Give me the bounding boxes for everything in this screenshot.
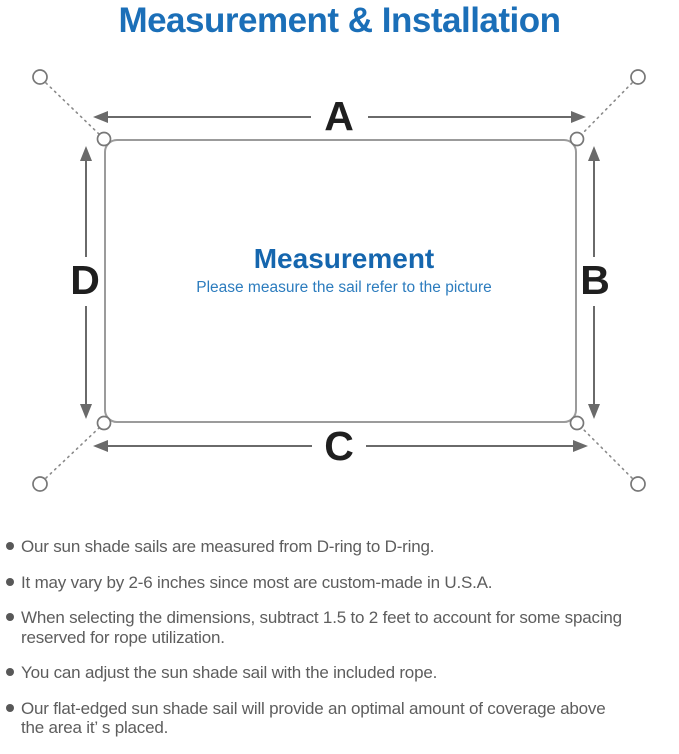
rope-line-bottom-right (580, 426, 633, 479)
arrow-c-right-head (573, 440, 588, 452)
notes-list: Our sun shade sails are measured from D-… (6, 537, 672, 754)
dim-label-a: A (324, 93, 354, 139)
arrow-c-left-head (93, 440, 108, 452)
list-item: When selecting the dimensions, subtract … (6, 608, 672, 647)
dim-label-d: D (70, 257, 100, 303)
note-text: Our flat-edged sun shade sail will provi… (21, 698, 606, 738)
bullet-dot-icon (6, 703, 14, 712)
arrow-a-right-head (571, 111, 586, 123)
diagram-center-title: Measurement (254, 243, 435, 274)
note-text: When selecting the dimensions, subtract … (21, 608, 622, 647)
d-ring-icon-bottom-left (96, 415, 112, 431)
arrow-d-up-head (80, 146, 92, 161)
list-item: It may vary by 2-6 inches since most are… (6, 573, 672, 593)
sail-outline (104, 139, 577, 423)
list-item: You can adjust the sun shade sail with t… (6, 663, 672, 683)
bullet-dot-icon (6, 613, 14, 621)
rope-line-top-right (580, 82, 633, 136)
anchor-point-icon-top-right (630, 69, 646, 85)
note-text: Our sun shade sails are measured from D-… (21, 537, 435, 556)
d-ring-icon-top-right (569, 131, 585, 147)
arrow-d-down-head (80, 404, 92, 419)
measurement-diagram: A C D B Measurement Please measure the s… (32, 69, 646, 492)
rope-line-top-left (45, 82, 101, 136)
dim-label-b: B (580, 257, 610, 303)
page-title: Measurement & Installation (118, 1, 561, 40)
note-text: You can adjust the sun shade sail with t… (21, 663, 438, 682)
list-item: Our flat-edged sun shade sail will provi… (6, 699, 672, 738)
arrow-b-up-head (588, 146, 600, 161)
dim-label-c: C (324, 423, 354, 469)
arrow-a-left-head (93, 111, 108, 123)
d-ring-icon-top-left (96, 131, 112, 147)
anchor-point-icon-bottom-left (32, 476, 48, 492)
list-item: Our sun shade sails are measured from D-… (6, 537, 672, 557)
bullet-dot-icon (6, 542, 14, 550)
note-text: It may vary by 2-6 inches since most are… (21, 572, 493, 592)
d-ring-icon-bottom-right (569, 415, 585, 431)
arrow-b-down-head (588, 404, 600, 419)
bullet-dot-icon (6, 577, 14, 586)
anchor-point-icon-top-left (32, 69, 48, 85)
rope-line-bottom-left (45, 426, 101, 479)
bullet-dot-icon (6, 668, 14, 676)
diagram-center-subtitle: Please measure the sail refer to the pic… (196, 279, 492, 296)
anchor-point-icon-bottom-right (630, 476, 646, 492)
